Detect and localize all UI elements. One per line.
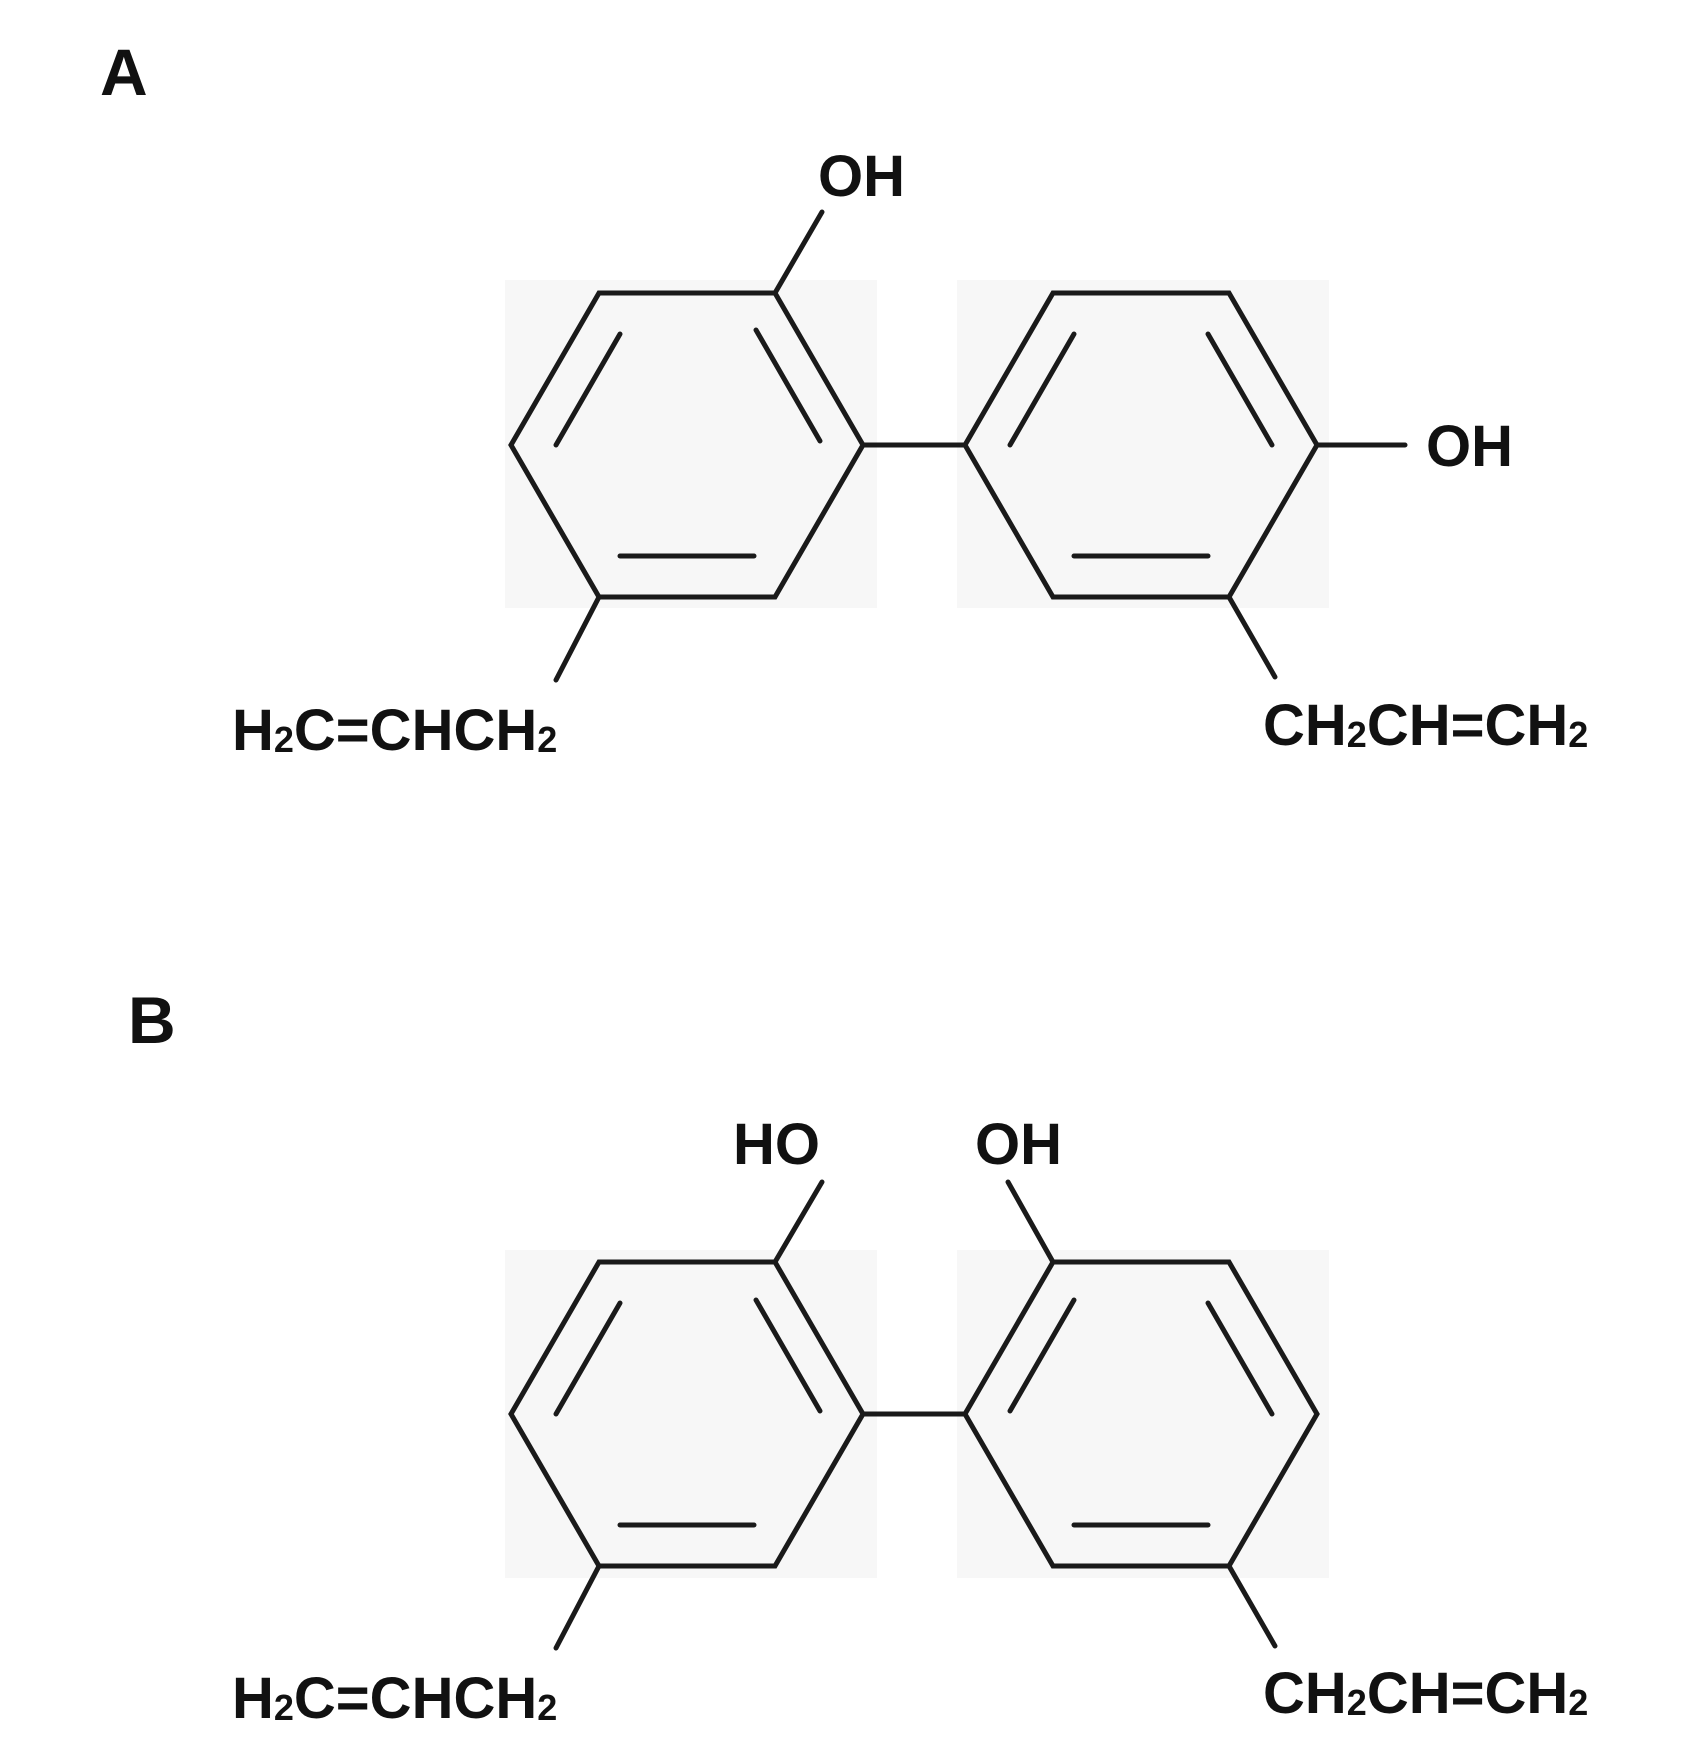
bond-to-ho-left [772, 1179, 825, 1265]
allyl-chain-left-label: H2C=CHCH2 [232, 1666, 557, 1731]
double-bond-right-3 [1007, 331, 1077, 448]
double-bond-left-3 [553, 1300, 623, 1417]
bond-to-oh-top [772, 209, 825, 296]
bond-to-chain-left [553, 1563, 602, 1651]
allyl-chain-right-label: CH2CH=CH2 [1263, 693, 1588, 758]
double-bond-left-1 [753, 1297, 823, 1414]
panel-a-label: A [100, 35, 148, 109]
bond-to-chain-right [1226, 594, 1278, 680]
ring-shade-left [505, 1250, 877, 1578]
hydroxyl-left-label: HO [733, 1112, 820, 1177]
panel-a: A OH OH H2C=CHCH2 CH2CH=CH2 [100, 35, 1588, 763]
allyl-chain-right-label: CH2CH=CH2 [1263, 1661, 1588, 1726]
double-bond-right-3 [1007, 1297, 1077, 1414]
double-bond-right-1 [1205, 331, 1275, 448]
hydroxyl-right-label: OH [975, 1112, 1062, 1177]
double-bond-right-1 [1205, 1300, 1275, 1417]
hydroxyl-top-label: OH [818, 144, 905, 209]
double-bond-left-3 [553, 331, 623, 448]
allyl-chain-left-label: H2C=CHCH2 [232, 698, 557, 763]
double-bond-left-1 [753, 327, 823, 444]
panel-b-label: B [128, 983, 176, 1057]
ring-shade-right [957, 280, 1329, 608]
bond-to-oh-right [1005, 1179, 1056, 1265]
bond-to-chain-left [553, 594, 602, 683]
bond-to-chain-right [1226, 1563, 1278, 1649]
ring-shade-left [505, 280, 877, 608]
hydroxyl-right-label: OH [1426, 414, 1513, 479]
panel-b: B HO OH H2C=CHCH2 CH2CH=CH2 [128, 983, 1588, 1731]
